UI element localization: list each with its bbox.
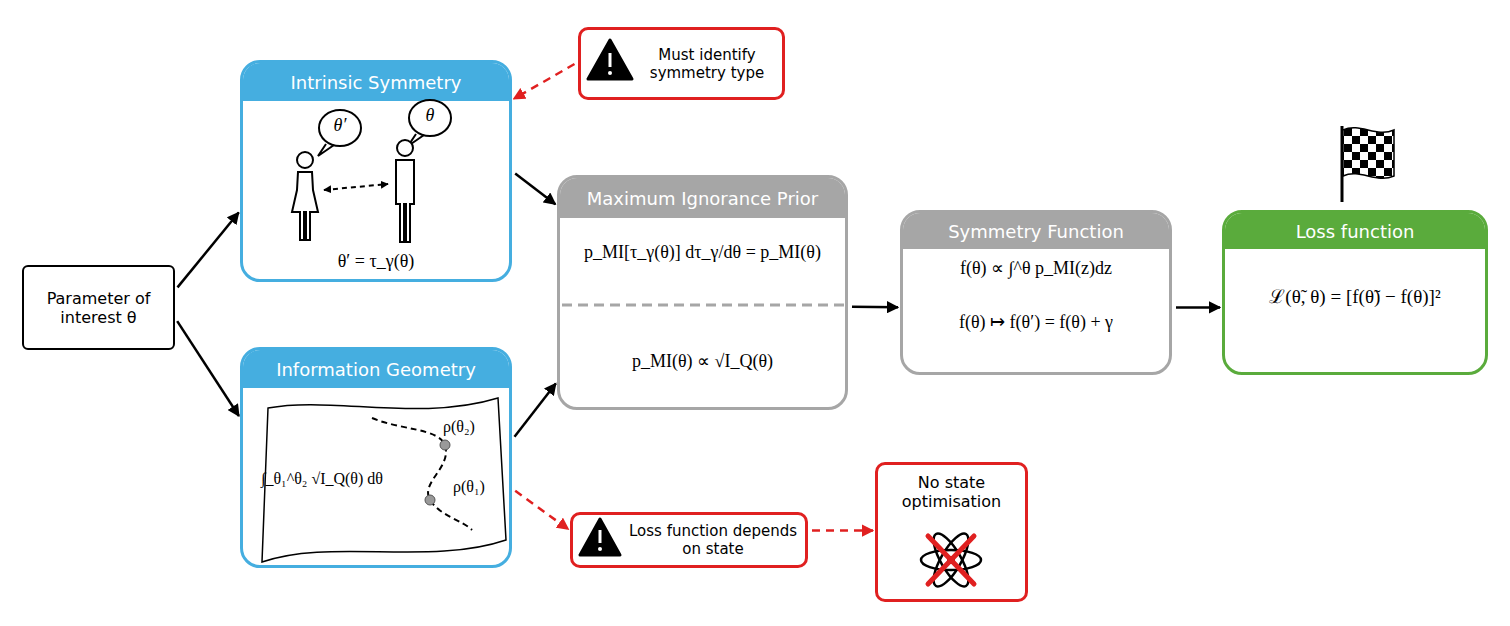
header-band: Information Geometry	[243, 350, 509, 388]
warning-connector	[515, 491, 568, 530]
box-text: θ′	[319, 115, 361, 136]
flow-arrow	[515, 173, 555, 204]
atom-orbit	[927, 529, 974, 591]
box-text: θ′ = τ_γ(θ)	[243, 251, 509, 272]
warning-connector	[812, 529, 873, 532]
box-text: ρ(θ₂)	[443, 418, 499, 436]
box-heading: Information Geometry	[243, 350, 509, 388]
box-text: ∫_θ₁^θ₂ √I_Q(θ) dθ	[261, 470, 411, 488]
consequence-box: No state optimisation	[875, 462, 1028, 602]
box-text: p_MI(θ) ∝ √I_Q(θ)	[560, 350, 845, 372]
box-text: ℒ(θ̃, θ) = [f(θ̃) − f(θ)]²	[1225, 283, 1485, 309]
bubble-tail	[408, 134, 424, 146]
header-band: Loss function	[1225, 213, 1485, 249]
box-heading: Loss function	[1225, 213, 1485, 249]
warning-mark	[609, 53, 612, 67]
warning-connector	[514, 64, 575, 99]
speech-bubble	[409, 100, 451, 136]
method-box: Intrinsic Symmetry θ′ θ θ′ = τ_γ(θ)	[240, 60, 512, 282]
exchange-arrow	[324, 184, 388, 190]
box-heading: Maximum Ignorance Prior	[560, 178, 845, 218]
flow-arrow	[178, 213, 239, 288]
flow-arrow	[515, 383, 556, 436]
atom-orbit	[921, 550, 981, 570]
box-heading: Symmetry Function	[903, 213, 1169, 249]
warning-icon	[580, 519, 620, 555]
box-text: No state optimisation	[878, 473, 1025, 511]
process-box: Maximum Ignorance Prior p_MI[τ_γ(θ)] dτ_γ…	[557, 175, 848, 410]
flow-arrow	[177, 321, 239, 416]
warning-icon	[588, 40, 632, 79]
warning-mark	[598, 547, 602, 551]
warning-mark	[608, 71, 612, 75]
warning-mark	[599, 530, 602, 543]
atom-orbit	[927, 529, 974, 591]
atom-nucleus	[947, 556, 955, 564]
state-point	[440, 440, 450, 450]
person-head	[297, 152, 313, 168]
box-text: f(θ) ↦ f(θ′) = f(θ) + γ	[903, 311, 1169, 333]
flow-arrow	[852, 305, 898, 308]
header-band: Symmetry Function	[903, 213, 1169, 249]
divider-line	[562, 304, 845, 307]
flag-pole	[1341, 126, 1344, 202]
header-band: Intrinsic Symmetry	[243, 63, 509, 101]
box-text: p_MI[τ_γ(θ)] dτ_γ/dθ = p_MI(θ)	[560, 242, 845, 263]
cross-mark	[928, 536, 974, 584]
box-text: ρ(θ₁)	[453, 478, 509, 496]
woman-figure	[292, 172, 318, 240]
state-point	[425, 495, 435, 505]
box-text: Loss function depends on state	[623, 515, 803, 565]
cross-mark	[928, 536, 974, 584]
input-box: Parameter of interest θ	[22, 265, 175, 350]
speech-bubble	[319, 110, 361, 146]
box-text: f(θ) ∝ ∫^θ p_MI(z)dz	[903, 257, 1169, 279]
man-figure	[396, 160, 414, 242]
flow-arrow	[1176, 306, 1220, 309]
person-head	[397, 140, 413, 156]
finish-flag	[1343, 128, 1394, 179]
method-box: Information Geometry ∫_θ₁^θ₂ √I_Q(θ) dθ ρ(…	[240, 347, 512, 568]
warning-box: Loss function depends on state	[570, 512, 808, 568]
bubble-tail	[318, 144, 334, 156]
header-band: Maximum Ignorance Prior	[560, 178, 845, 218]
manifold-sheet	[262, 398, 506, 562]
process-box: Symmetry Function f(θ) ∝ ∫^θ p_MI(z)dz f(θ…	[900, 210, 1172, 375]
result-box: Loss functionℒ(θ̃, θ) = [f(θ̃) − f(θ)]²	[1222, 210, 1488, 375]
box-text: Must identify symmetry type	[633, 30, 781, 97]
warning-box: Must identify symmetry type	[578, 27, 785, 100]
box-heading: Intrinsic Symmetry	[243, 63, 509, 101]
geodesic-curve	[372, 418, 472, 530]
box-text: Parameter of interest θ	[24, 267, 173, 348]
box-text: θ	[409, 105, 451, 126]
